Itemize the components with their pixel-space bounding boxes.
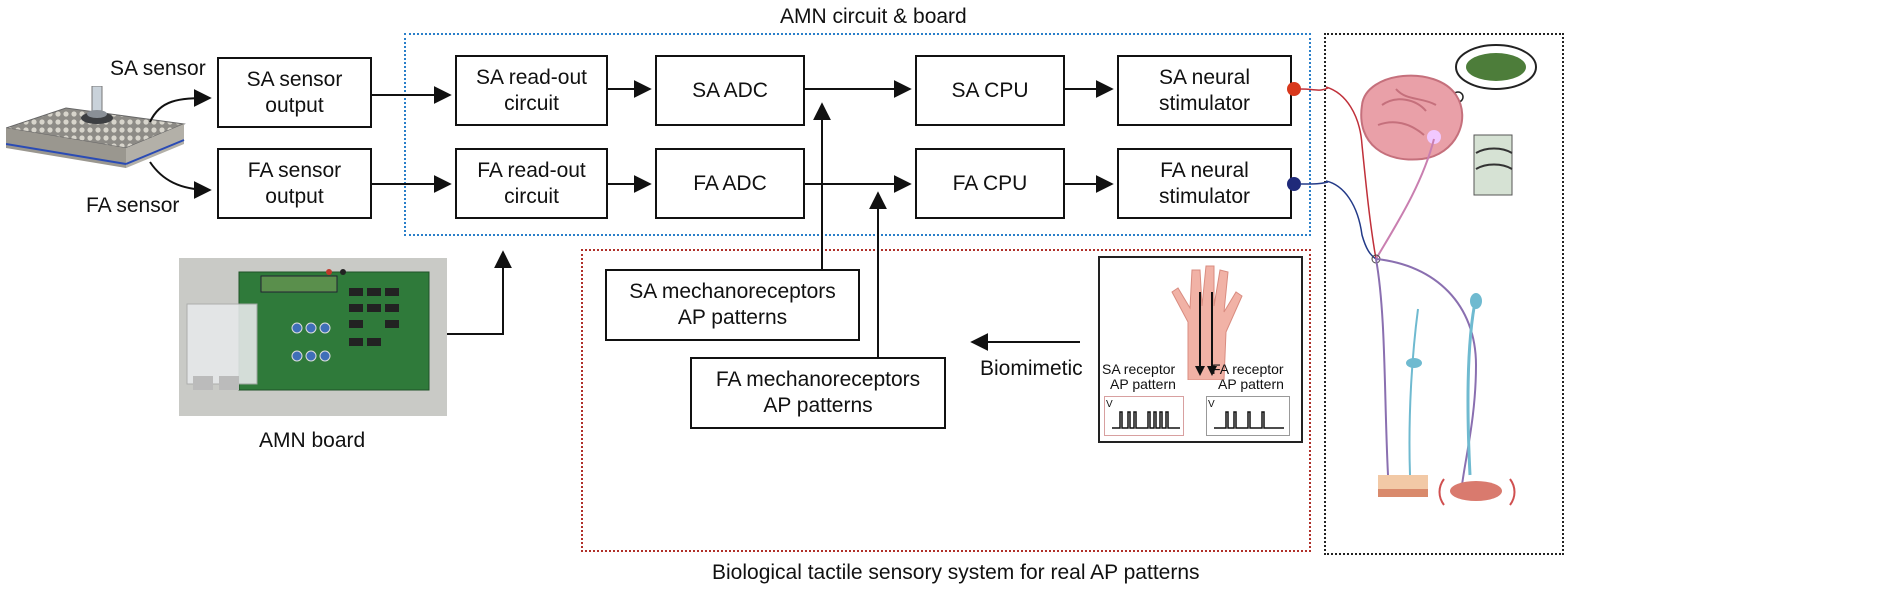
top-title: AMN circuit & board [780,5,967,28]
sa-mechanoreceptors-ap-block: SA mechanoreceptors AP patterns [605,269,860,341]
sa-cpu-block: SA CPU [915,55,1065,126]
fa-stim-line1: FA neural [1160,158,1249,182]
sa-plot-axis-label: V [1106,399,1113,410]
biological-system-frame [581,249,1311,552]
biomimetic-label: Biomimetic [980,357,1083,380]
receptor-panel [1098,256,1303,443]
fa-receptor-label-line1: FA receptor [1212,361,1284,377]
board-to-circuit-arrow [447,250,512,335]
fa-ap-pattern-plot [1206,396,1290,436]
hand-image [1171,265,1243,380]
fa-output-node [1287,177,1301,191]
sa-stim-line2: stimulator [1158,91,1251,115]
sa-receptor-label-line2: AP pattern [1110,376,1176,392]
fa-ap-line1: FA mechanoreceptors [715,368,921,391]
fa-readout-line1: FA read-out [477,158,586,182]
sa-readout-circuit-block: SA read-out circuit [455,55,608,126]
tactile-sensor-image [6,86,186,168]
sa-sensor-curve-arrow [149,89,212,123]
sa-ap-pattern-plot [1104,396,1184,436]
sa-sensor-output-block: SA sensor output [217,57,372,128]
fa-adc-block: FA ADC [655,148,805,219]
fa-wire [1299,181,1329,185]
amn-board-label: AMN board [259,429,366,452]
fa-mechanoreceptors-ap-block: FA mechanoreceptors AP patterns [690,357,946,429]
fa-cpu-block: FA CPU [915,148,1065,219]
sa-ap-line1: SA mechanoreceptors [629,280,836,303]
fa-cpu-label: FA CPU [952,171,1028,195]
fa-sensor-output-line1: FA sensor [247,158,342,182]
fa-adc-label: FA ADC [693,171,767,195]
fa-readout-circuit-block: FA read-out circuit [455,148,608,219]
fa-sensor-label: FA sensor [86,194,180,217]
amn-circuit-frame [404,33,1311,236]
fa-receptor-label-line2: AP pattern [1218,376,1284,392]
fa-sensor-output-block: FA sensor output [217,148,372,219]
sa-sensor-output-line1: SA sensor [246,67,343,91]
bottom-title: Biological tactile sensory system for re… [712,561,1200,584]
fa-ap-line2: AP patterns [763,394,873,417]
nervous-system-frame [1324,33,1564,555]
sa-cpu-label: SA CPU [951,78,1029,102]
fa-sensor-curve-arrow [149,161,212,199]
fa-sensor-output-line2: output [265,184,324,208]
sa-receptor-label-line1: SA receptor [1102,361,1176,377]
sa-sensor-output-line2: output [265,93,324,117]
sa-wire [1299,87,1329,91]
sa-neural-stimulator-block: SA neural stimulator [1117,55,1292,126]
sa-spike-train [1112,411,1180,429]
sa-output-node [1287,82,1301,96]
fa-stim-line2: stimulator [1158,184,1251,208]
sa-adc-label: SA ADC [692,78,768,102]
brain-nerve-illustration [1326,44,1537,506]
sa-readout-line2: circuit [504,91,559,115]
sa-adc-block: SA ADC [655,55,805,126]
sa-ap-line2: AP patterns [677,306,788,329]
fa-plot-axis-label: V [1208,399,1215,410]
sa-readout-line1: SA read-out [476,65,587,89]
sa-sensor-label: SA sensor [110,57,206,80]
amn-board-image [179,258,447,416]
fa-readout-line2: circuit [504,184,559,208]
sa-stim-line1: SA neural [1158,65,1251,89]
fa-spike-train [1214,411,1284,429]
